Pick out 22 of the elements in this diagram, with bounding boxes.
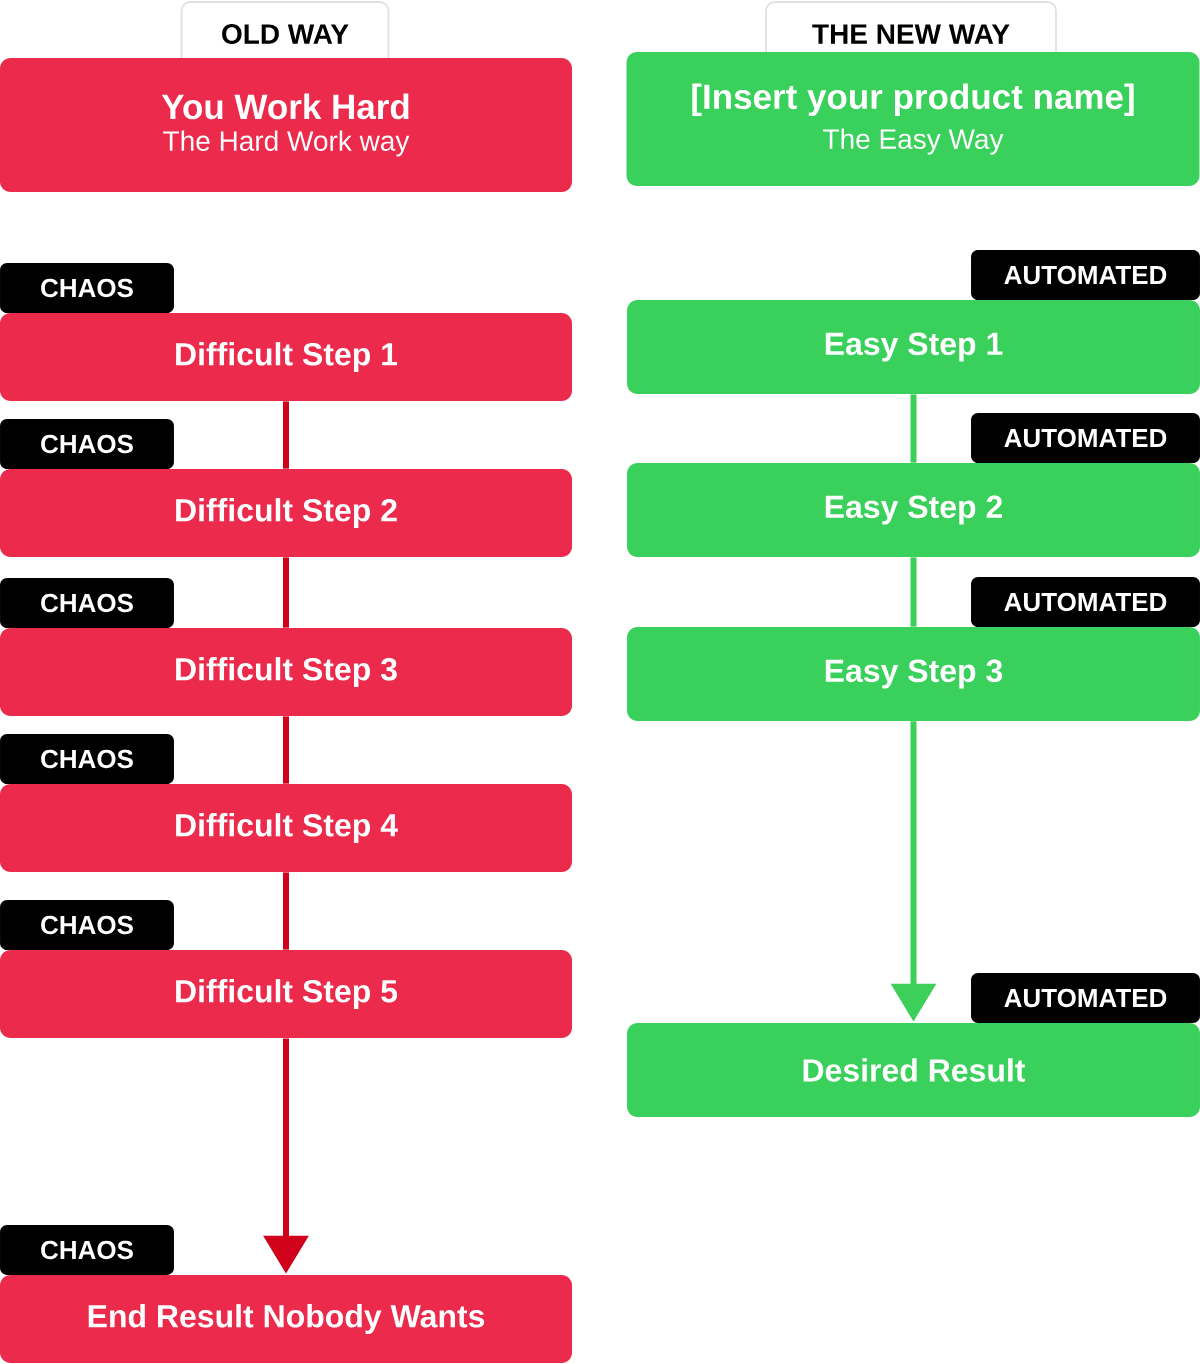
status-tag: AUTOMATED bbox=[971, 577, 1200, 627]
process-box: Difficult Step 4 bbox=[0, 784, 573, 873]
status-tag: CHAOS bbox=[0, 263, 174, 313]
process-box: Easy Step 2 bbox=[627, 463, 1200, 557]
process-box: Desired Result bbox=[627, 1023, 1200, 1118]
status-tag: AUTOMATED bbox=[971, 413, 1200, 463]
process-box: Difficult Step 5 bbox=[0, 950, 573, 1039]
status-tag: AUTOMATED bbox=[971, 250, 1200, 300]
status-tag: CHAOS bbox=[0, 1225, 174, 1275]
status-tag: CHAOS bbox=[0, 734, 174, 784]
process-box: Difficult Step 2 bbox=[0, 469, 573, 558]
status-tag: CHAOS bbox=[0, 578, 174, 628]
status-tag: CHAOS bbox=[0, 900, 174, 950]
status-tag: CHAOS bbox=[0, 419, 174, 469]
process-box: Difficult Step 1 bbox=[0, 313, 573, 401]
header-box: You Work Hard The Hard Work way bbox=[0, 58, 573, 193]
status-tag: AUTOMATED bbox=[971, 973, 1200, 1023]
header-box: [Insert your product name] The Easy Way bbox=[626, 52, 1200, 187]
process-box: Easy Step 3 bbox=[627, 627, 1200, 721]
process-box: Easy Step 1 bbox=[627, 300, 1200, 394]
process-box: End Result Nobody Wants bbox=[0, 1275, 573, 1364]
process-box: Difficult Step 3 bbox=[0, 628, 573, 717]
